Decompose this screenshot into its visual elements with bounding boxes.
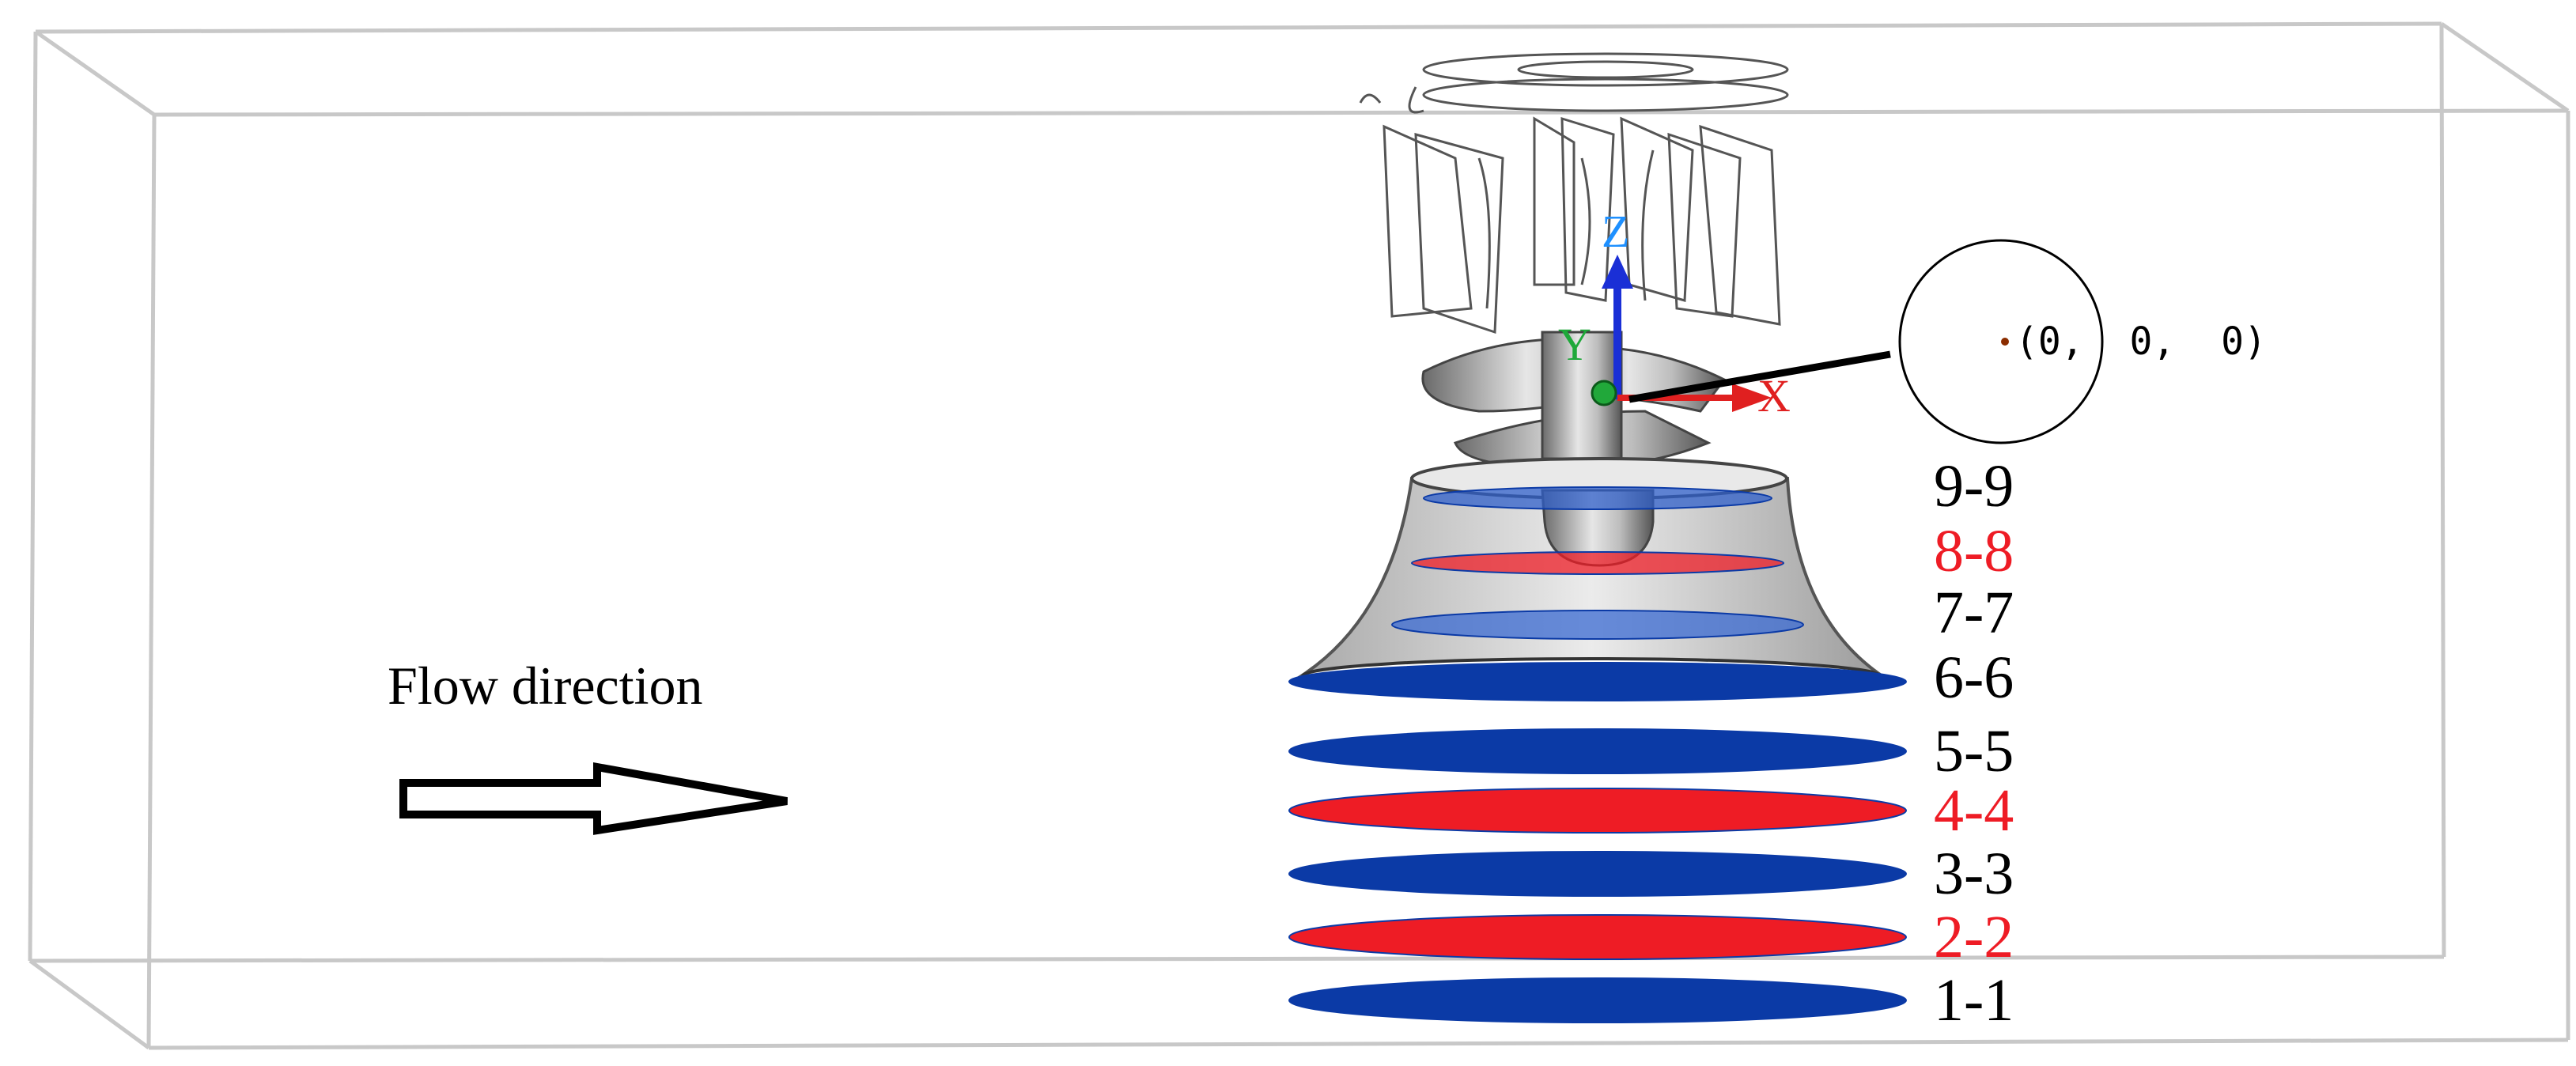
section-plane-1-1	[1288, 977, 1907, 1023]
section-label-9-9: 9-9	[1934, 453, 2014, 520]
section-plane-9-9	[1423, 486, 1772, 510]
section-plane-5-5	[1288, 728, 1907, 774]
section-label-5-5: 5-5	[1934, 718, 2014, 784]
origin-readout: (0, 0, 0)	[2015, 319, 2267, 364]
origin-callout: (0, 0, 0)	[1628, 239, 2267, 444]
z-axis-arrow-icon	[1602, 255, 1633, 289]
section-plane-6-6	[1288, 662, 1907, 701]
y-axis-label: Y	[1558, 319, 1591, 370]
section-label-1-1: 1-1	[1934, 967, 2014, 1034]
x-axis-arrow-icon	[1732, 384, 1772, 412]
guide-vane-assembly	[1359, 52, 1789, 335]
domain-box	[28, 21, 2570, 1050]
section-label-6-6: 6-6	[1934, 645, 2014, 711]
monitoring-sections: 9-98-87-76-6 5-54-43-32-21-1	[1288, 453, 2014, 1034]
section-plane-4-4	[1288, 788, 1907, 834]
section-label-2-2: 2-2	[1934, 904, 2014, 970]
z-axis-label: Z	[1602, 206, 1629, 257]
coordinate-axes: Z Y X	[1558, 206, 1791, 421]
section-plane-7-7	[1391, 610, 1804, 640]
section-plane-8-8	[1411, 551, 1784, 575]
section-label-8-8: 8-8	[1934, 518, 2014, 584]
section-label-7-7: 7-7	[1934, 580, 2014, 646]
section-plane-3-3	[1288, 851, 1907, 897]
flow-direction-arrow-icon	[399, 762, 788, 835]
section-label-3-3: 3-3	[1934, 841, 2014, 907]
y-axis-dot-icon	[1591, 380, 1617, 406]
section-plane-2-2	[1288, 914, 1907, 960]
origin-dot-icon	[2001, 338, 2009, 346]
flow-direction-label: Flow direction	[388, 656, 703, 716]
section-label-4-4: 4-4	[1934, 777, 2014, 844]
